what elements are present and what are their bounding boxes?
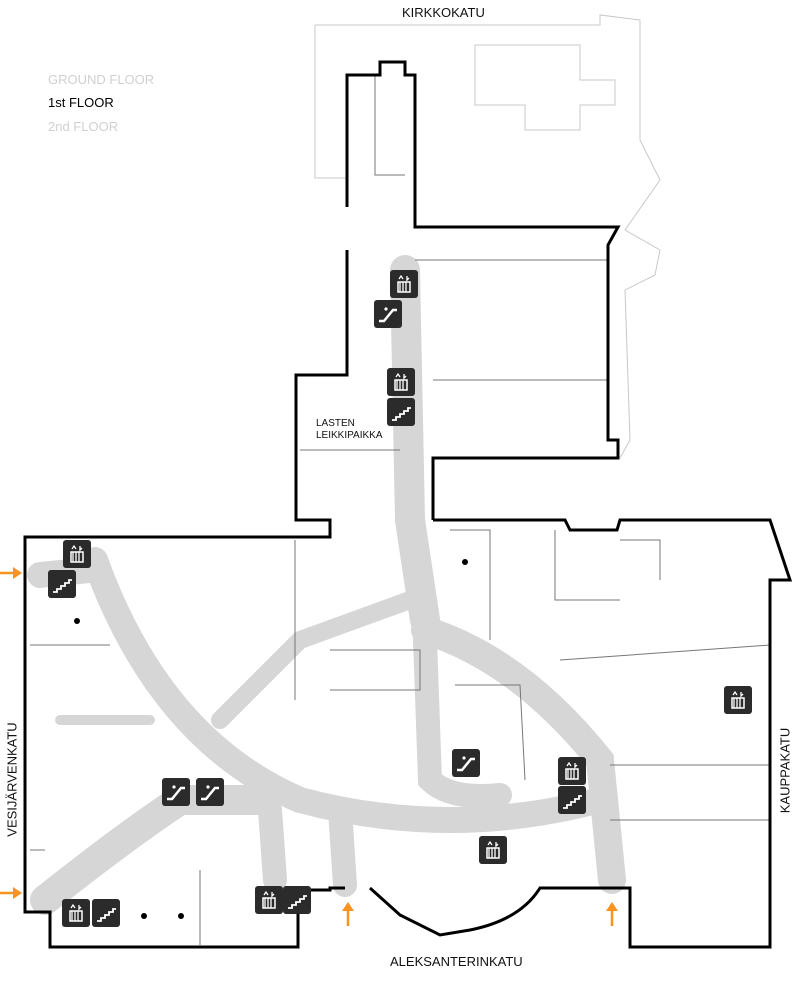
elevator-icon[interactable] (557, 756, 587, 786)
elevator-icon[interactable] (254, 885, 284, 915)
interior-walls (30, 75, 771, 945)
elevator-icon[interactable] (386, 367, 416, 397)
stairs-icon[interactable] (91, 898, 121, 928)
entrance-arrow-icon[interactable] (606, 902, 618, 926)
building-outline (23, 60, 793, 949)
escalator-icon[interactable] (372, 298, 404, 330)
entrance-arrow-icon[interactable] (0, 887, 22, 899)
playground-label: LASTEN LEIKKIPAIKKA (316, 418, 383, 442)
playground-label-line2: LEIKKIPAIKKA (316, 430, 383, 441)
street-east: KAUPPAKATU (777, 727, 793, 814)
escalator-icon[interactable] (194, 776, 226, 808)
playground-label-line1: LASTEN (316, 418, 355, 429)
entrance-arrow-icon[interactable] (342, 902, 354, 926)
entrance-arrow-icon[interactable] (0, 567, 22, 579)
floor-1st-button[interactable]: 1st FLOOR (48, 95, 114, 110)
elevator-icon[interactable] (723, 685, 753, 715)
stairs-icon[interactable] (282, 885, 312, 915)
escalator-icon[interactable] (450, 747, 482, 779)
street-west: VESIJÄRVENKATU (4, 722, 20, 837)
stairs-icon[interactable] (47, 569, 77, 599)
street-south: ALEKSANTERINKATU (390, 954, 523, 969)
escalator-icon[interactable] (160, 776, 192, 808)
stairs-icon[interactable] (557, 785, 587, 815)
elevator-icon[interactable] (62, 539, 92, 569)
floor-2nd-button[interactable]: 2nd FLOOR (48, 119, 119, 134)
neighbour-building (314, 14, 661, 459)
elevator-icon[interactable] (389, 269, 419, 299)
corridors (27, 255, 626, 915)
elevator-icon[interactable] (478, 835, 508, 865)
street-north: KIRKKOKATU (402, 5, 485, 20)
poi-dots (74, 559, 468, 919)
floor-ground-button[interactable]: GROUND FLOOR (48, 72, 155, 87)
elevator-icon[interactable] (61, 898, 91, 928)
stairs-icon[interactable] (386, 397, 416, 427)
